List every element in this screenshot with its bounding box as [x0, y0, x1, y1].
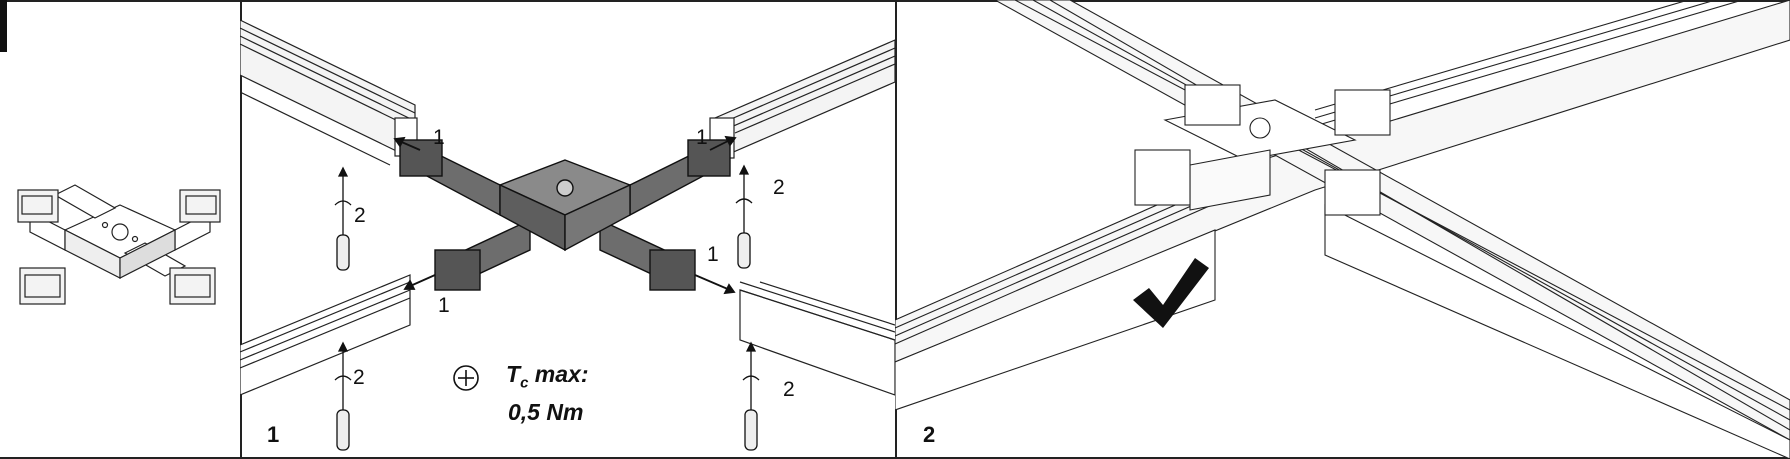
torque-spec: Tc max: 0,5 Nm [506, 360, 589, 426]
step-number: 1 [267, 422, 280, 447]
callout-2: 2 [783, 378, 795, 401]
screw-hole [131, 235, 139, 243]
panel-divider [895, 0, 897, 459]
connector-block [1184, 84, 1241, 126]
torque-label: Tc max: [506, 361, 589, 392]
connector-arm [53, 184, 117, 219]
assembly-drawing [240, 19, 895, 451]
callout-1: 1 [707, 243, 719, 266]
phillips-screwdriver-icon [453, 365, 479, 391]
end-block [17, 189, 59, 223]
end-detail [185, 195, 217, 215]
connector-block [1324, 169, 1381, 216]
rail-top-right [714, 39, 895, 161]
assembly-panel: 1 1 1 1 2 2 2 2 1 [240, 0, 895, 459]
callout-1: 1 [696, 126, 708, 149]
callout-2: 2 [354, 204, 366, 227]
connector-block [1334, 89, 1391, 136]
rail-bottom-right [739, 289, 895, 396]
callout-1: 1 [433, 126, 445, 149]
frame-corner-mark [0, 0, 7, 52]
screwdriver-icon [334, 341, 352, 451]
callout-2: 2 [353, 366, 365, 389]
end-detail [21, 195, 53, 215]
step-number: 2 [923, 422, 936, 447]
callout-1: 1 [438, 294, 450, 317]
screwdriver-icon [735, 164, 753, 269]
center-hole [1249, 117, 1271, 139]
x-connector [399, 139, 731, 291]
connector-block [1134, 149, 1191, 206]
connector-side [119, 229, 176, 279]
rail-bottom-left [240, 274, 411, 396]
end-detail [24, 274, 61, 298]
end-block [169, 267, 216, 305]
callout-2: 2 [773, 176, 785, 199]
installed-panel: 2 [895, 0, 1790, 459]
center-hole [111, 223, 129, 241]
end-block [19, 267, 66, 305]
screwdriver-icon [742, 341, 760, 451]
end-detail [174, 274, 211, 298]
x-connector-overview [17, 184, 221, 305]
installed-drawing [895, 0, 1790, 459]
checkmark-icon [1133, 258, 1209, 328]
screwdriver-icons [334, 164, 760, 451]
torque-value: 0,5 Nm [508, 398, 584, 425]
panel-divider [240, 0, 242, 459]
rail-face [1324, 204, 1790, 459]
screw-hole [101, 221, 109, 229]
insert-arrows [393, 135, 737, 295]
rail-face [895, 229, 1216, 411]
overview-panel [0, 0, 240, 459]
screwdriver-icon [334, 166, 352, 271]
end-block [179, 189, 221, 223]
